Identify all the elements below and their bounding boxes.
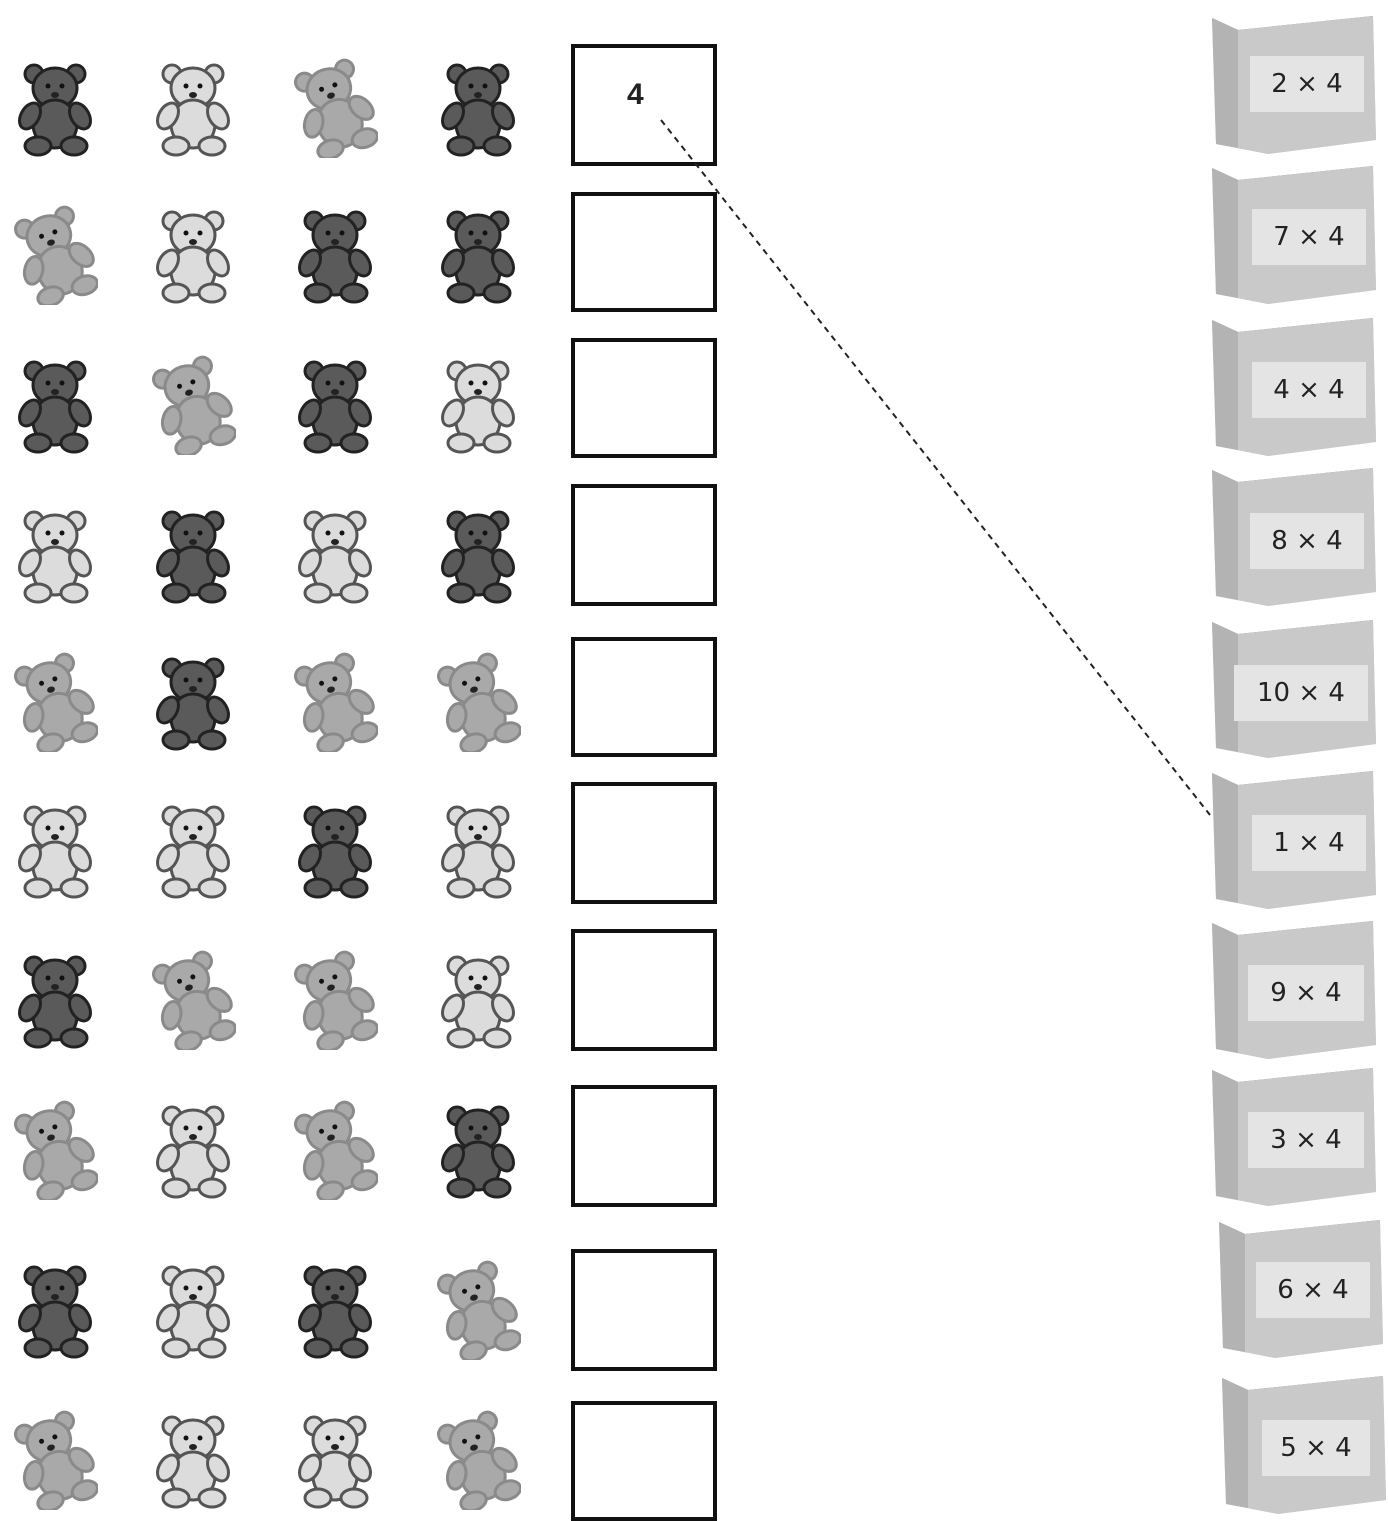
- teddy-bear-icon: [150, 355, 236, 455]
- teddy-bear-icon: [435, 800, 521, 900]
- bag-label: 7 × 4: [1252, 209, 1366, 265]
- teddy-bear-icon: [12, 1410, 98, 1510]
- teddy-bear-icon: [12, 950, 98, 1050]
- teddy-bear-icon: [150, 652, 236, 752]
- teddy-bear-icon: [292, 1100, 378, 1200]
- teddy-bear-icon: [292, 950, 378, 1050]
- teddy-bear-icon: [150, 58, 236, 158]
- answer-value: 4: [627, 78, 644, 112]
- bag-label: 6 × 4: [1256, 1262, 1370, 1318]
- teddy-bear-icon: [292, 58, 378, 158]
- answer-box[interactable]: [571, 637, 717, 757]
- teddy-bear-icon: [292, 652, 378, 752]
- answer-box[interactable]: [571, 1401, 717, 1521]
- bag-label: 10 × 4: [1234, 665, 1368, 721]
- bag-label: 9 × 4: [1248, 965, 1364, 1021]
- teddy-bear-icon: [435, 1260, 521, 1360]
- teddy-bear-icon: [12, 205, 98, 305]
- teddy-bear-icon: [150, 1100, 236, 1200]
- teddy-bear-icon: [435, 58, 521, 158]
- teddy-bear-icon: [150, 950, 236, 1050]
- teddy-bear-icon: [435, 505, 521, 605]
- answer-box[interactable]: 4: [571, 44, 717, 166]
- teddy-bear-icon: [12, 652, 98, 752]
- teddy-bear-icon: [12, 58, 98, 158]
- teddy-bear-icon: [435, 1100, 521, 1200]
- teddy-bear-icon: [292, 1260, 378, 1360]
- teddy-bear-icon: [150, 1260, 236, 1360]
- answer-box[interactable]: [571, 929, 717, 1051]
- teddy-bear-icon: [150, 800, 236, 900]
- teddy-bear-icon: [12, 1100, 98, 1200]
- teddy-bear-icon: [435, 355, 521, 455]
- teddy-bear-icon: [292, 1410, 378, 1510]
- teddy-bear-icon: [150, 505, 236, 605]
- teddy-bear-icon: [12, 1260, 98, 1360]
- bag-label: 5 × 4: [1262, 1420, 1370, 1476]
- answer-box[interactable]: [571, 338, 717, 458]
- teddy-bear-icon: [292, 355, 378, 455]
- teddy-bear-icon: [150, 205, 236, 305]
- bag-label: 1 × 4: [1252, 815, 1366, 871]
- answer-box[interactable]: [571, 1085, 717, 1207]
- answer-box[interactable]: [571, 782, 717, 904]
- answer-box[interactable]: [571, 1249, 717, 1371]
- teddy-bear-icon: [292, 505, 378, 605]
- teddy-bear-icon: [435, 1410, 521, 1510]
- teddy-bear-icon: [292, 205, 378, 305]
- bag-label: 4 × 4: [1252, 362, 1366, 418]
- teddy-bear-icon: [292, 800, 378, 900]
- bag-label: 2 × 4: [1250, 56, 1364, 112]
- teddy-bear-icon: [150, 1410, 236, 1510]
- teddy-bear-icon: [435, 950, 521, 1050]
- teddy-bear-icon: [12, 800, 98, 900]
- answer-box[interactable]: [571, 192, 717, 312]
- teddy-bear-icon: [12, 505, 98, 605]
- answer-box[interactable]: [571, 484, 717, 606]
- teddy-bear-icon: [12, 355, 98, 455]
- teddy-bear-icon: [435, 652, 521, 752]
- bag-label: 3 × 4: [1248, 1112, 1364, 1168]
- teddy-bear-icon: [435, 205, 521, 305]
- bag-label: 8 × 4: [1250, 513, 1364, 569]
